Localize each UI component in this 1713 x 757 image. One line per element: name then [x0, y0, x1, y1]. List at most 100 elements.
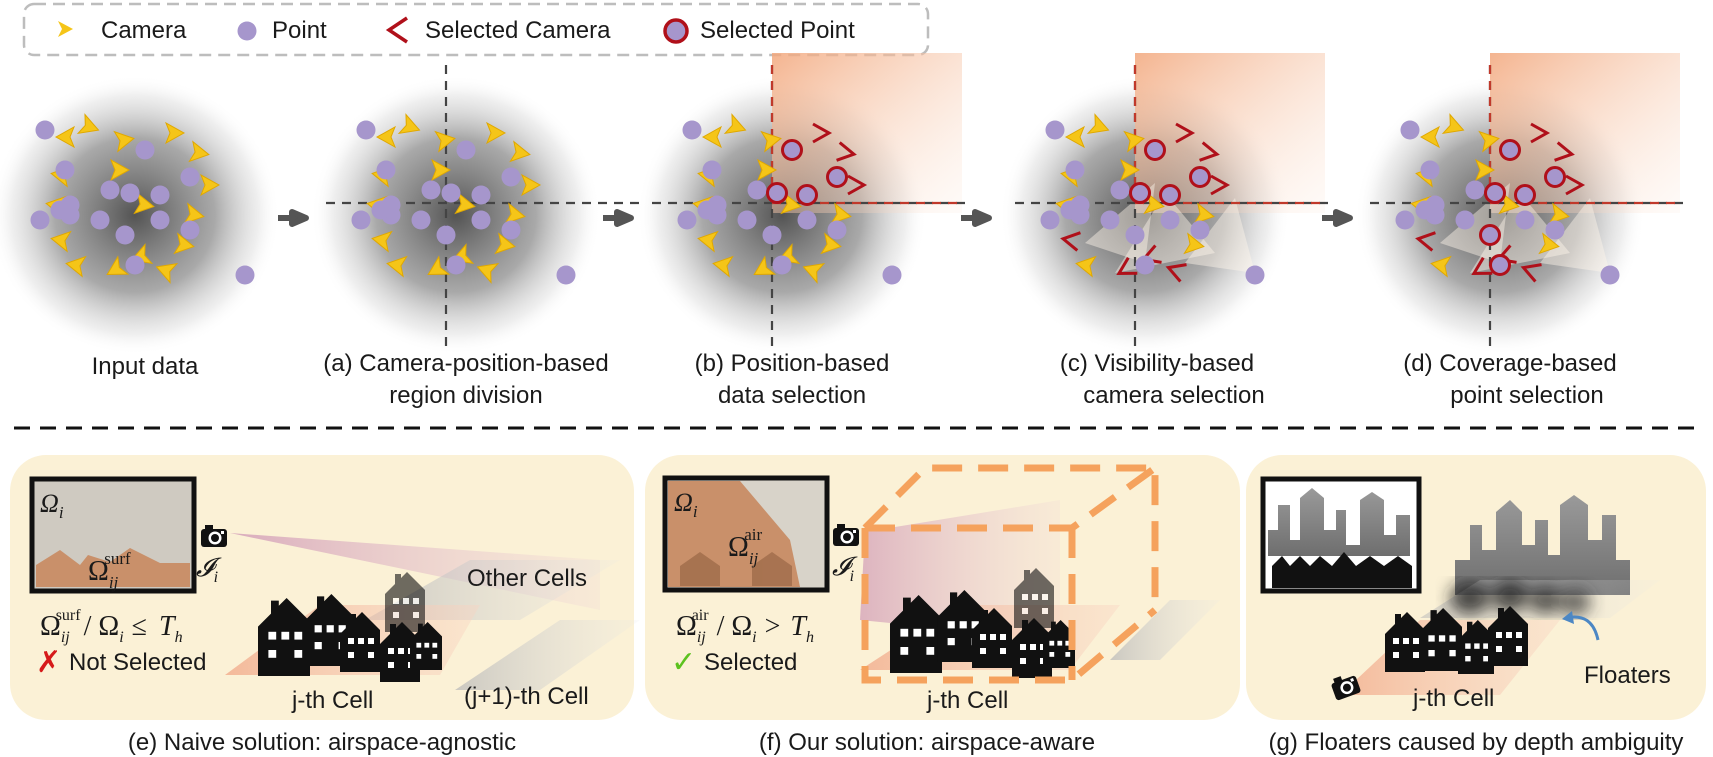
- omega-air-f: Ω: [728, 532, 749, 563]
- camera: [1086, 113, 1110, 135]
- pipeline-arrows: [278, 209, 1353, 227]
- camera: [133, 192, 155, 215]
- point: [1415, 200, 1435, 220]
- camera: [1183, 232, 1205, 255]
- camera: [54, 125, 75, 149]
- skyline-background: [1455, 495, 1630, 595]
- selected-camera: [1175, 122, 1196, 144]
- point: [456, 140, 476, 160]
- point: [1190, 220, 1210, 240]
- camera: [155, 262, 179, 284]
- camera: [106, 255, 130, 276]
- omega-surf-e-sup: surf: [104, 549, 131, 568]
- step-0-line1: Input data: [92, 353, 199, 380]
- step-4-line1: (d) Coverage-based: [1403, 350, 1616, 377]
- pipeline-panel-2: [637, 53, 972, 355]
- omega-e: Ω: [40, 489, 59, 518]
- cell-j-label-g: j-th Cell: [1412, 685, 1494, 712]
- selected-camera: [1116, 256, 1138, 276]
- camera: [200, 173, 221, 197]
- selected-point: [1479, 224, 1501, 246]
- camera: [802, 262, 826, 284]
- svg-text:Ωi: Ωi: [40, 489, 64, 522]
- point: [446, 255, 466, 275]
- camera: [1120, 158, 1141, 182]
- point: [1465, 180, 1485, 200]
- selected-camera: [1210, 174, 1231, 196]
- omega-e-sub: i: [59, 503, 64, 522]
- point: [1065, 160, 1085, 180]
- point: [501, 220, 521, 240]
- inequality-f: Ωijair/ Ωi>Th: [676, 607, 814, 646]
- point: [421, 180, 441, 200]
- camera: [697, 230, 719, 253]
- omega-air-f-sub: ij: [749, 549, 759, 568]
- selected-point: [1144, 139, 1166, 161]
- point: [135, 140, 155, 160]
- camera: [521, 173, 542, 197]
- point: [356, 120, 376, 140]
- pipeline-row: [0, 53, 1690, 355]
- other-cells-label: Other Cells: [467, 565, 587, 592]
- point: [180, 167, 200, 187]
- selected-camera: [1520, 263, 1542, 283]
- cell-j-label-e: j-th Cell: [291, 687, 373, 714]
- point: [682, 120, 702, 140]
- panel-g: j-th Cell Floaters: [1246, 455, 1706, 720]
- point: [1400, 120, 1420, 140]
- camera: [434, 130, 456, 153]
- camera: [1430, 255, 1452, 278]
- point: [125, 255, 145, 275]
- point: [1125, 225, 1145, 245]
- panel-f: Ωi Ωijair 𝓘i j-th Cell Ωijair/ Ωi>Th ✓ S…: [645, 455, 1240, 720]
- point: [1515, 210, 1535, 230]
- legend-camera-label: Camera: [101, 17, 187, 44]
- svg-text:Ωi: Ωi: [674, 488, 698, 521]
- step-2-line2: data selection: [718, 382, 866, 409]
- camera: [165, 121, 186, 145]
- legend: Camera Point Selected Camera Selected Po…: [22, 2, 930, 57]
- camera: [1419, 125, 1440, 149]
- camera: [494, 232, 516, 255]
- camera-frustum: [1115, 193, 1215, 273]
- camera: [397, 113, 421, 135]
- point: [115, 225, 135, 245]
- camera: [386, 255, 408, 278]
- selected-camera: [1165, 263, 1187, 283]
- selected-camera: [1471, 256, 1493, 276]
- point: [50, 200, 70, 220]
- point: [55, 160, 75, 180]
- point: [1545, 220, 1565, 240]
- result-e: Not Selected: [69, 649, 206, 676]
- camera: [509, 140, 531, 163]
- camera: [486, 121, 507, 145]
- point: [882, 265, 902, 285]
- selected-point: [826, 166, 848, 188]
- step-captions: Input data (a) Camera-position-based reg…: [92, 350, 1617, 409]
- step-4-line2: point selection: [1450, 382, 1603, 409]
- selected-point: [796, 184, 818, 206]
- camera: [712, 255, 734, 278]
- selected-point: [781, 139, 803, 161]
- omega-f-sub: i: [693, 502, 698, 521]
- selected-point: [1484, 182, 1506, 204]
- pipeline-panel-1: [311, 65, 646, 355]
- point: [697, 200, 717, 220]
- image-sub-f: i: [850, 568, 854, 585]
- point: [441, 183, 461, 203]
- camera-legend-icon: [58, 21, 73, 37]
- scene-blob: [311, 75, 601, 355]
- point: [1455, 210, 1475, 230]
- camera: [188, 140, 210, 163]
- point: [762, 225, 782, 245]
- point: [351, 210, 371, 230]
- cell-j1-label: (j+1)-th Cell: [464, 683, 589, 710]
- point: [1395, 210, 1415, 230]
- selected-point-legend-icon: [663, 18, 689, 44]
- omega-surf-e-sub: ij: [109, 573, 119, 592]
- camera: [1123, 130, 1145, 153]
- selected-camera: [812, 122, 833, 144]
- camera: [173, 232, 195, 255]
- houses-surface-e: [36, 548, 190, 587]
- camera: [1064, 125, 1085, 149]
